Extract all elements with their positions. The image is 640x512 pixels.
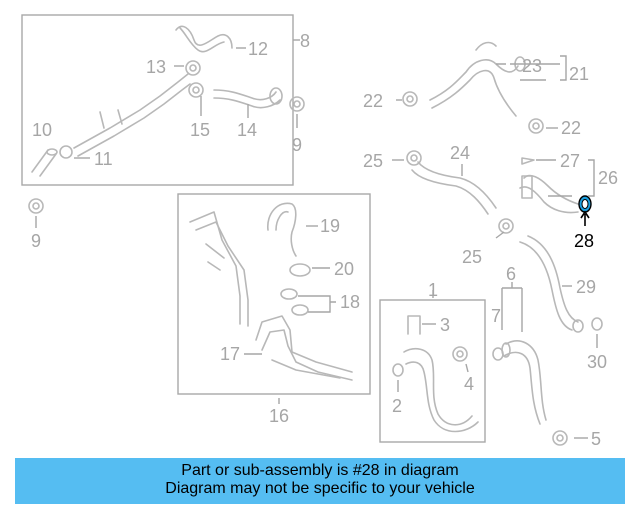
part-6-hose: [501, 340, 547, 425]
callout-6: 6: [506, 264, 516, 284]
part-4-cap: [452, 346, 468, 362]
callout-2: 2: [392, 396, 402, 416]
part-12-pipe: [175, 25, 233, 53]
part-25-clamp-b: [498, 218, 514, 234]
group-box-16: [177, 193, 371, 395]
banner-line-2: Diagram may not be specific to your vehi…: [165, 480, 475, 497]
callout-19: 19: [320, 216, 340, 236]
callout-9-bottom: 9: [31, 231, 41, 251]
callout-22-right: 22: [561, 118, 581, 138]
callout-21: 21: [569, 64, 589, 84]
part-26-fitting: [519, 174, 579, 214]
part-25-clamp-a: [406, 150, 422, 166]
part-28-seal: [578, 195, 592, 213]
callout-26: 26: [598, 168, 618, 188]
callout-11: 11: [94, 149, 113, 169]
part-23-hose: [429, 41, 526, 117]
info-banner: Part or sub-assembly is #28 in diagram D…: [15, 458, 625, 504]
callout-25-bottom: 25: [462, 247, 482, 267]
part-15-clamp: [188, 82, 204, 98]
part-7-ring: [492, 347, 504, 361]
part-13-clamp: [185, 60, 201, 76]
callout-1: 1: [428, 280, 438, 300]
part-11-clamp: [59, 145, 73, 159]
part-27-clip: [521, 157, 535, 165]
part-30-ring: [591, 317, 603, 331]
callout-5: 5: [591, 429, 601, 449]
callout-22-left: 22: [363, 91, 383, 111]
parts-diagram: 8 12 13 15 14 9 10 11 9 22 23 21 22 25 2…: [21, 14, 618, 449]
callout-18: 18: [340, 292, 360, 312]
part-19-hose: [267, 202, 297, 257]
part-24-hose: [411, 161, 497, 215]
callout-10: 10: [32, 120, 52, 140]
banner-line-1: Part or sub-assembly is #28 in diagram: [181, 462, 459, 479]
part-10-tube: [31, 148, 58, 177]
part-9-clamp-a: [289, 96, 305, 112]
callout-17: 17: [220, 344, 240, 364]
callout-14: 14: [237, 120, 257, 140]
part-17-hose: [255, 315, 353, 381]
callout-13: 13: [146, 57, 166, 77]
part-22-clamp-a: [402, 91, 418, 107]
part-18-clamps: [280, 288, 309, 316]
part-3-bracket: [407, 315, 421, 335]
callout-28: 28: [574, 231, 594, 251]
callout-3: 3: [440, 315, 450, 335]
callout-7: 7: [491, 306, 501, 326]
part-main-hose-1: [403, 347, 479, 433]
part-29-hose: [519, 235, 584, 333]
part-14-hose: [213, 87, 283, 109]
group-box-8: [21, 14, 294, 186]
callout-12: 12: [248, 39, 268, 59]
part-9-clamp-b: [28, 198, 44, 214]
part-22-clamp-b: [528, 118, 544, 134]
part-20-clamp: [289, 263, 311, 277]
callout-25-top: 25: [363, 151, 383, 171]
callout-23: 23: [522, 56, 542, 76]
callout-29: 29: [576, 277, 596, 297]
part-2-ring: [392, 363, 404, 377]
callout-16: 16: [269, 406, 289, 426]
callout-4: 4: [464, 374, 474, 394]
callout-9-top: 9: [292, 135, 302, 155]
callout-15: 15: [190, 120, 210, 140]
callout-20: 20: [334, 259, 354, 279]
callout-27: 27: [560, 151, 580, 171]
callout-30: 30: [587, 352, 607, 372]
part-16-pipe-assembly: [189, 211, 249, 327]
callout-24: 24: [450, 143, 470, 163]
part-main-pipe: [73, 73, 191, 157]
group-box-1: [379, 299, 486, 443]
part-5-clamp: [552, 430, 568, 446]
callout-8: 8: [300, 31, 310, 51]
